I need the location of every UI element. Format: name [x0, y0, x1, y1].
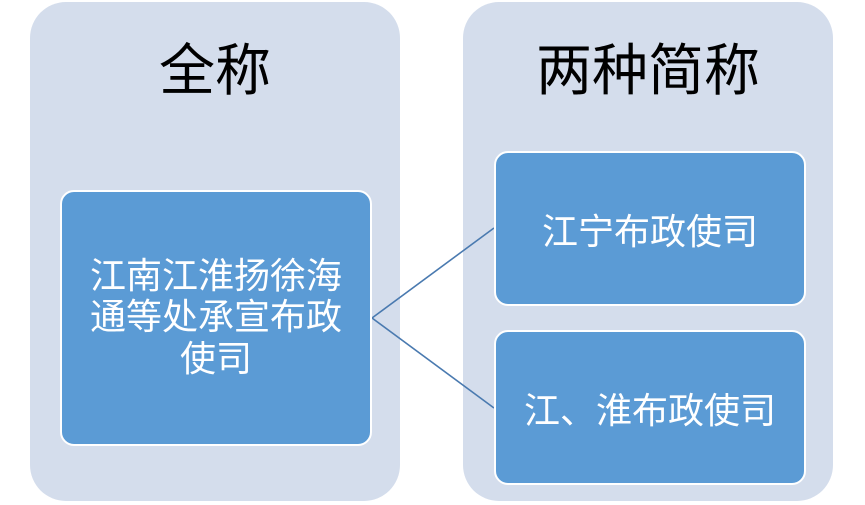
full-name-text: 江南江淮扬徐海通等处承宣布政使司	[89, 255, 342, 380]
abbreviation-text-2: 江、淮布政使司	[523, 390, 776, 432]
abbreviation-box-2: 江、淮布政使司	[494, 330, 806, 485]
abbreviation-box-1: 江宁布政使司	[494, 151, 806, 306]
abbreviation-panel-title: 两种简称	[536, 39, 760, 104]
abbreviation-text-1: 江宁布政使司	[541, 211, 758, 253]
full-name-box: 江南江淮扬徐海通等处承宣布政使司	[60, 190, 372, 446]
full-name-panel-title: 全称	[159, 39, 271, 104]
